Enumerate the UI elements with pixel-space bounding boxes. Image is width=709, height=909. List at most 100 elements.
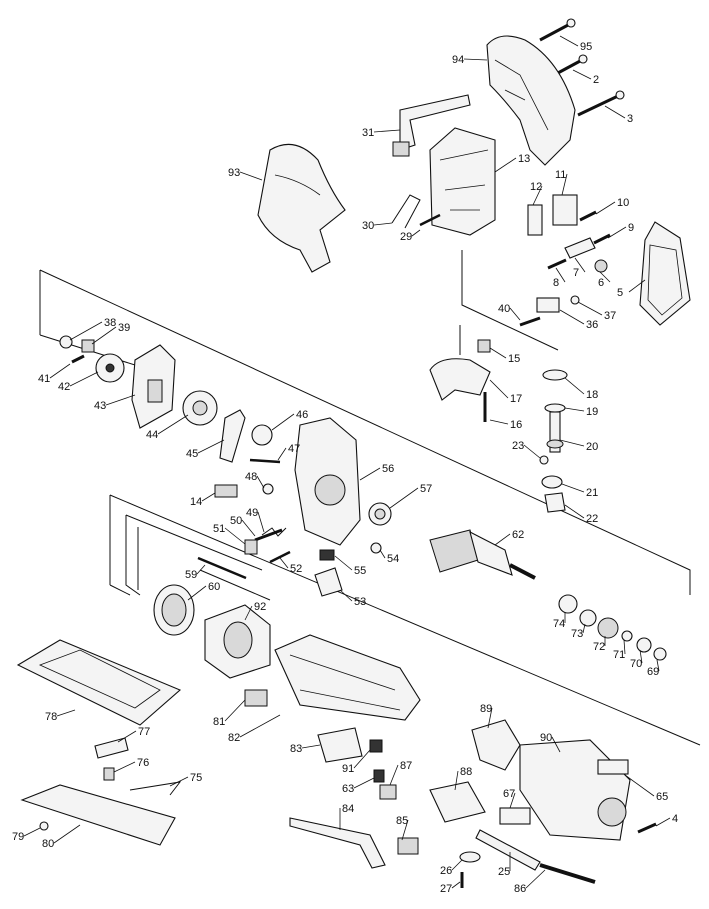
leader-line-9	[607, 226, 627, 239]
part-19-washer	[544, 403, 566, 413]
part-57-bearing	[368, 502, 392, 526]
leader-line-20	[559, 439, 585, 447]
leader-line-71	[623, 639, 626, 655]
part-81-knob	[244, 689, 268, 707]
part-90-rear-cover	[519, 739, 631, 841]
part-79-screw	[39, 821, 49, 831]
leader-line-3	[604, 105, 626, 119]
callout-39: 39	[118, 322, 130, 334]
leader-line-41	[49, 363, 71, 379]
callout-2: 2	[593, 74, 599, 86]
callout-31: 31	[362, 127, 374, 139]
leader-line-77	[117, 730, 137, 743]
callout-15: 15	[508, 353, 520, 365]
callout-17: 17	[510, 393, 522, 405]
callout-14: 14	[190, 496, 202, 508]
callout-49: 49	[246, 507, 258, 519]
callout-42: 42	[58, 381, 70, 393]
part-78-base	[16, 639, 182, 726]
callout-54: 54	[387, 553, 399, 565]
callout-47: 47	[288, 443, 300, 455]
part-82-motor-housing	[274, 634, 421, 721]
callout-74: 74	[553, 618, 565, 630]
leader-line-31	[373, 129, 401, 133]
part-5-gasket	[639, 221, 691, 326]
callout-37: 37	[604, 310, 616, 322]
part-21-holder	[541, 475, 563, 489]
leader-line-11	[561, 173, 568, 196]
part-23-roller	[539, 455, 549, 465]
leader-line-10	[595, 201, 616, 215]
callout-29: 29	[400, 231, 412, 243]
part-48-clip	[262, 483, 274, 495]
leader-line-59	[196, 564, 206, 575]
leader-line-14	[201, 492, 216, 502]
part-47-bolt	[249, 458, 281, 464]
leader-line-47	[277, 447, 287, 461]
callout-89: 89	[480, 703, 492, 715]
callout-75: 75	[190, 772, 202, 784]
leader-line-46	[271, 413, 295, 431]
callout-51: 51	[213, 523, 225, 535]
part-41-screw	[71, 354, 85, 364]
callout-92: 92	[254, 601, 266, 613]
leader-line-85	[401, 819, 409, 841]
callout-22: 22	[586, 513, 598, 525]
leader-line-86	[525, 869, 546, 889]
callout-59: 59	[185, 569, 197, 581]
part-52-rod	[269, 550, 291, 564]
callout-48: 48	[245, 471, 257, 483]
callout-36: 36	[586, 319, 598, 331]
part-89-switch	[471, 719, 521, 771]
part-93-handle-cover	[257, 143, 346, 273]
leader-line-70	[639, 649, 643, 664]
leader-line-6	[599, 271, 611, 283]
callout-3: 3	[627, 113, 633, 125]
leader-line-36	[559, 309, 585, 325]
callout-23: 23	[512, 440, 524, 452]
part-74-bearing	[558, 594, 578, 614]
part-30-spring-clip	[391, 194, 421, 229]
callout-44: 44	[146, 429, 158, 441]
part-88-switch-block	[429, 781, 486, 823]
leader-line-30	[373, 222, 393, 226]
leader-line-53	[339, 589, 353, 602]
part-2-screw	[555, 54, 588, 76]
leader-line-83	[301, 744, 321, 749]
part-72-fan	[597, 617, 619, 639]
callout-71: 71	[613, 649, 625, 661]
callout-26: 26	[440, 865, 452, 877]
leader-line-13	[494, 157, 517, 173]
part-31-switch-lever	[392, 94, 471, 157]
part-94-handle-housing	[486, 35, 576, 166]
callout-9: 9	[628, 222, 634, 234]
callout-79: 79	[12, 831, 24, 843]
leader-line-54	[379, 549, 386, 559]
leader-line-51	[224, 527, 246, 545]
part-20-plunger	[546, 411, 564, 453]
callout-43: 43	[94, 400, 106, 412]
part-37-clip	[570, 295, 580, 305]
leader-line-2	[572, 69, 592, 80]
leader-line-27	[451, 881, 461, 889]
part-29-screw	[419, 213, 441, 227]
leader-line-45	[197, 439, 225, 454]
callout-57: 57	[420, 483, 432, 495]
leader-line-65	[624, 774, 655, 797]
part-15-spring	[477, 339, 491, 353]
callout-69: 69	[647, 666, 659, 678]
part-10-screw	[579, 210, 597, 222]
callout-56: 56	[382, 463, 394, 475]
callout-4: 4	[672, 813, 678, 825]
leader-line-39	[91, 326, 117, 345]
leader-line-93	[239, 171, 263, 181]
callout-77: 77	[138, 726, 150, 738]
callout-85: 85	[396, 815, 408, 827]
part-18-collar	[542, 369, 568, 381]
leader-line-95	[559, 35, 579, 47]
part-9-screw	[593, 233, 611, 245]
callout-21: 21	[586, 487, 598, 499]
callout-12: 12	[530, 181, 542, 193]
callout-19: 19	[586, 406, 598, 418]
